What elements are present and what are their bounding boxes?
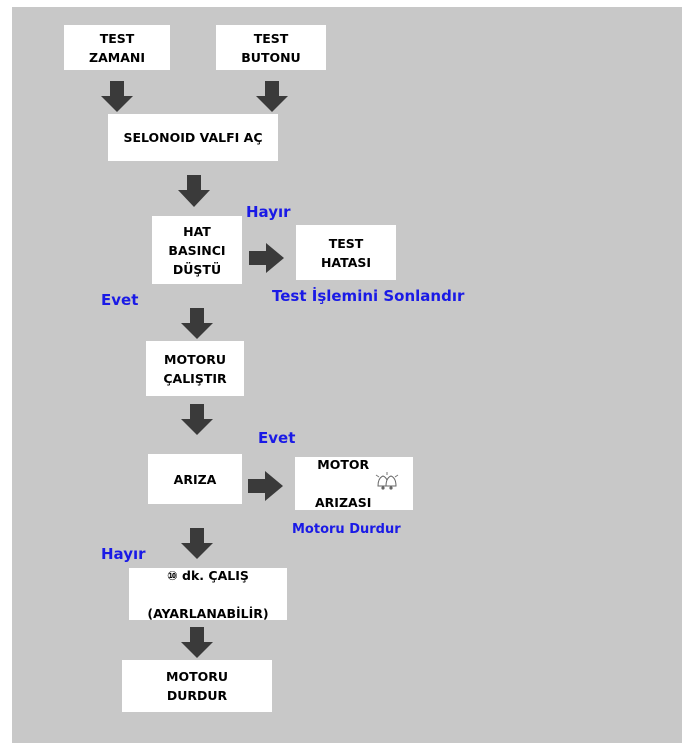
label-test-islemini-sonlandir: Test İşlemini Sonlandır: [272, 287, 465, 305]
label-hayir-top: Hayır: [246, 203, 291, 221]
arrow-down-motoru-calistir: [181, 404, 213, 435]
box-selonoid-valfi-ac: SELONOID VALFI AÇ: [108, 114, 278, 161]
arrow-down-test-butonu: [256, 81, 288, 112]
box-motoru-durdur: MOTORU DURDUR: [122, 660, 272, 712]
box-test-butonu: TEST BUTONU: [216, 25, 326, 70]
alarm-bell-icon: [375, 472, 399, 490]
arrow-down-hat-basinci: [181, 308, 213, 339]
box-calis-ayarlanabilir: ⑩ dk. ÇALIŞ (AYARLANABİLİR): [129, 567, 287, 621]
label-evet-left: Evet: [101, 291, 139, 309]
box-test-zamani: TEST ZAMANI: [64, 25, 170, 70]
label-hayir-bottom: Hayır: [101, 545, 146, 563]
box-test-hatasi: TEST HATASI: [296, 225, 396, 280]
box-ariza: ARIZA: [148, 454, 242, 504]
arrow-down-ariza: [181, 528, 213, 559]
label-motoru-durdur: Motoru Durdur: [292, 522, 401, 537]
arrow-down-calis: [181, 627, 213, 658]
calis-line1: ⑩ dk. ÇALIŞ: [167, 567, 249, 583]
arrow-down-selonoid: [178, 175, 210, 207]
arrow-right-hat-basinci: [249, 243, 284, 273]
label-evet-right: Evet: [258, 429, 296, 447]
arrow-right-ariza: [248, 471, 283, 501]
motor-arizasi-line1: MOTOR: [317, 457, 370, 472]
motor-arizasi-line2: ARIZASI: [315, 495, 372, 510]
box-hat-basinci-dustu: HAT BASINCI DÜŞTÜ: [152, 216, 242, 284]
arrow-down-test-zamani: [101, 81, 133, 112]
calis-line2: (AYARLANABİLİR): [147, 605, 269, 621]
box-motoru-calistir: MOTORU ÇALIŞTIR: [146, 341, 244, 396]
